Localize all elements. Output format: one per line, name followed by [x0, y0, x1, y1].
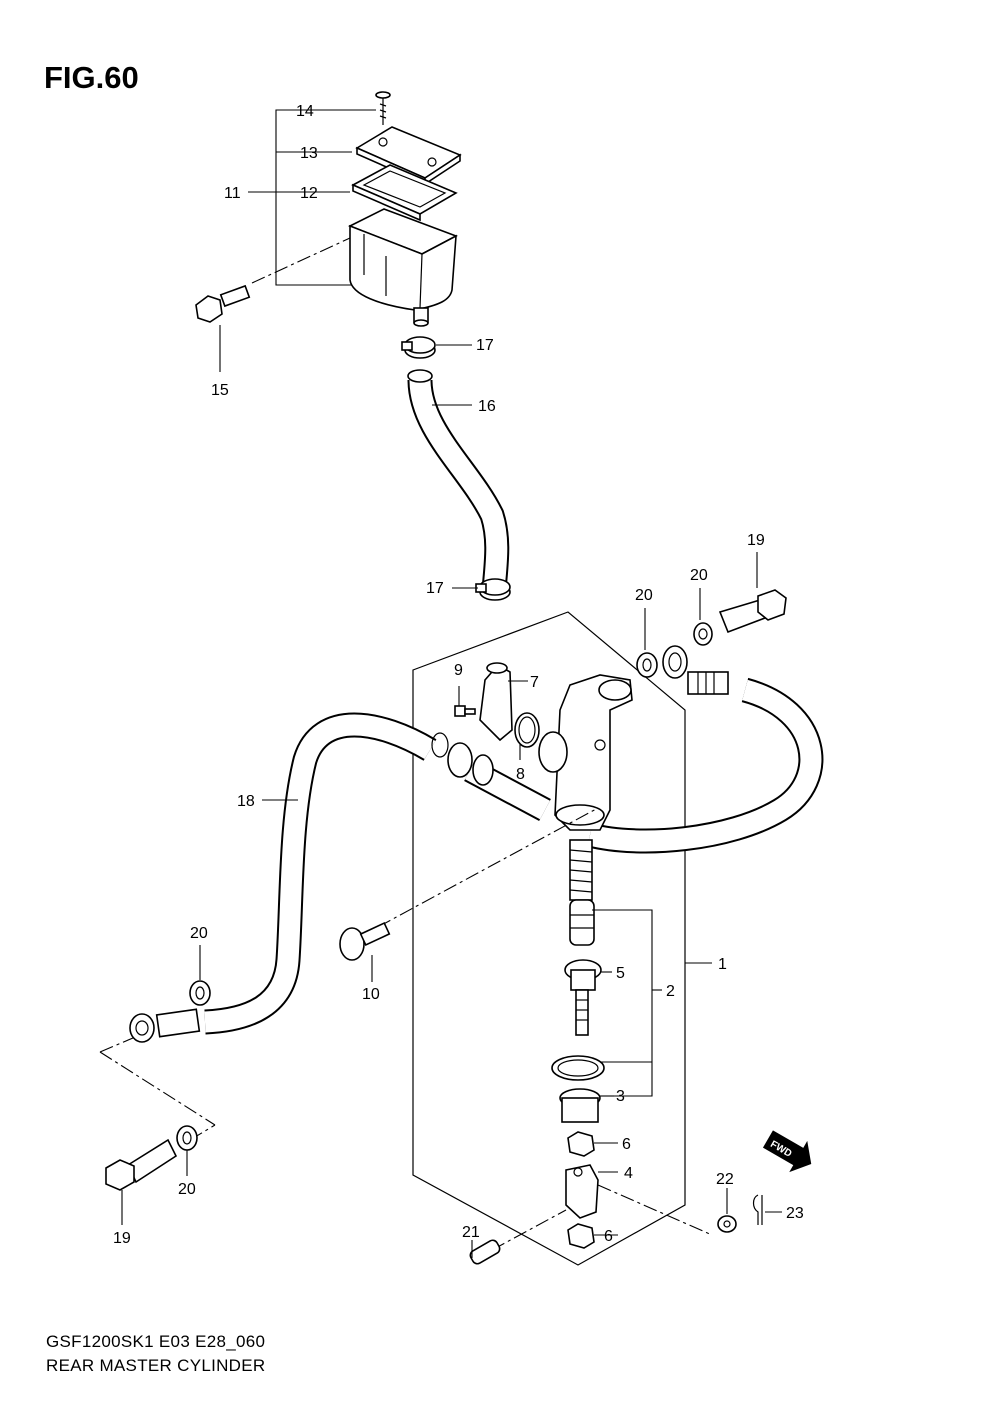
callout-14: 14 [296, 103, 314, 120]
callout-10: 10 [362, 986, 380, 1003]
callout-4: 4 [624, 1165, 633, 1182]
callout-12: 12 [300, 185, 318, 202]
master-cylinder-body [538, 674, 633, 831]
callout-16: 16 [478, 398, 496, 415]
callout-1: 1 [718, 956, 727, 973]
callout-22: 22 [716, 1171, 734, 1188]
lock-nut-upper [567, 1131, 618, 1157]
banjo-bolt-left [105, 1138, 178, 1225]
callout-2: 2 [666, 983, 675, 1000]
callout-23: 23 [786, 1205, 804, 1222]
callout-11: 11 [224, 185, 241, 202]
callout-21: 21 [462, 1224, 480, 1241]
lock-nut-lower [567, 1223, 618, 1249]
reservoir-cap-screw [375, 91, 391, 125]
callout-9: 9 [454, 662, 463, 679]
push-rod-spring [569, 839, 593, 901]
brake-hose-18 [204, 712, 551, 1035]
reservoir-mount-bolt [195, 284, 251, 372]
washer-right-2 [693, 588, 713, 646]
clevis-pin [469, 1239, 501, 1265]
callout-15: 15 [211, 382, 229, 399]
callout-7: 7 [530, 674, 539, 691]
model-code: GSF1200SK1 E03 E28_060 [46, 1332, 266, 1351]
cylinder-mount-screw [339, 922, 391, 982]
washer-left-2 [176, 1125, 198, 1176]
right-banjo-fitting [662, 645, 729, 695]
diagram-footer: GSF1200SK1 E03 E28_060 REAR MASTER CYLIN… [46, 1330, 265, 1378]
callout-6-upper: 6 [622, 1136, 631, 1153]
callout-20-right-lower: 20 [635, 587, 653, 604]
callout-19-left: 19 [113, 1230, 131, 1247]
callout-18: 18 [237, 793, 255, 810]
callout-13: 13 [300, 145, 318, 162]
reservoir-hose [407, 369, 510, 592]
washer-left-1 [189, 945, 211, 1006]
assembly-boundary [412, 611, 686, 1266]
rod-guide [559, 1088, 614, 1123]
hose-18-cylinder-end [431, 732, 494, 786]
callout-19-right: 19 [747, 532, 765, 549]
reservoir-diaphragm [351, 164, 458, 222]
boot [564, 959, 612, 991]
left-banjo-fitting [129, 1008, 201, 1043]
clevis-washer [717, 1188, 737, 1233]
cotter-pin [752, 1194, 782, 1225]
callout-3: 3 [616, 1088, 625, 1105]
diagram-caption: REAR MASTER CYLINDER [46, 1356, 266, 1375]
forward-direction-arrow: FWD [762, 1130, 812, 1173]
hose-clamp-top [401, 336, 472, 359]
callout-6-lower: 6 [604, 1228, 613, 1245]
brake-hose-right [586, 677, 824, 854]
callout-17-top: 17 [476, 337, 494, 354]
washer-right-1 [636, 608, 658, 678]
hose-clamp-bottom [452, 578, 511, 601]
fitting-screw [454, 686, 476, 717]
seal-kit-bracket [592, 909, 653, 1097]
circlip [551, 1055, 605, 1081]
figure-title: FIG.60 [44, 60, 139, 95]
banjo-bolt-right [718, 552, 787, 634]
reservoir-tank [348, 208, 458, 327]
callout-17-bottom: 17 [426, 580, 444, 597]
inlet-o-ring [514, 712, 540, 760]
reservoir-group-bracket [275, 109, 352, 286]
callout-8: 8 [516, 766, 525, 783]
callout-5: 5 [616, 965, 625, 982]
clevis [565, 1164, 618, 1219]
callout-20-right-upper: 20 [690, 567, 708, 584]
callout-20-left-upper: 20 [190, 925, 208, 942]
inlet-fitting [479, 662, 528, 742]
push-rod [575, 989, 589, 1036]
piston [569, 899, 595, 946]
callout-20-left-lower: 20 [178, 1181, 196, 1198]
